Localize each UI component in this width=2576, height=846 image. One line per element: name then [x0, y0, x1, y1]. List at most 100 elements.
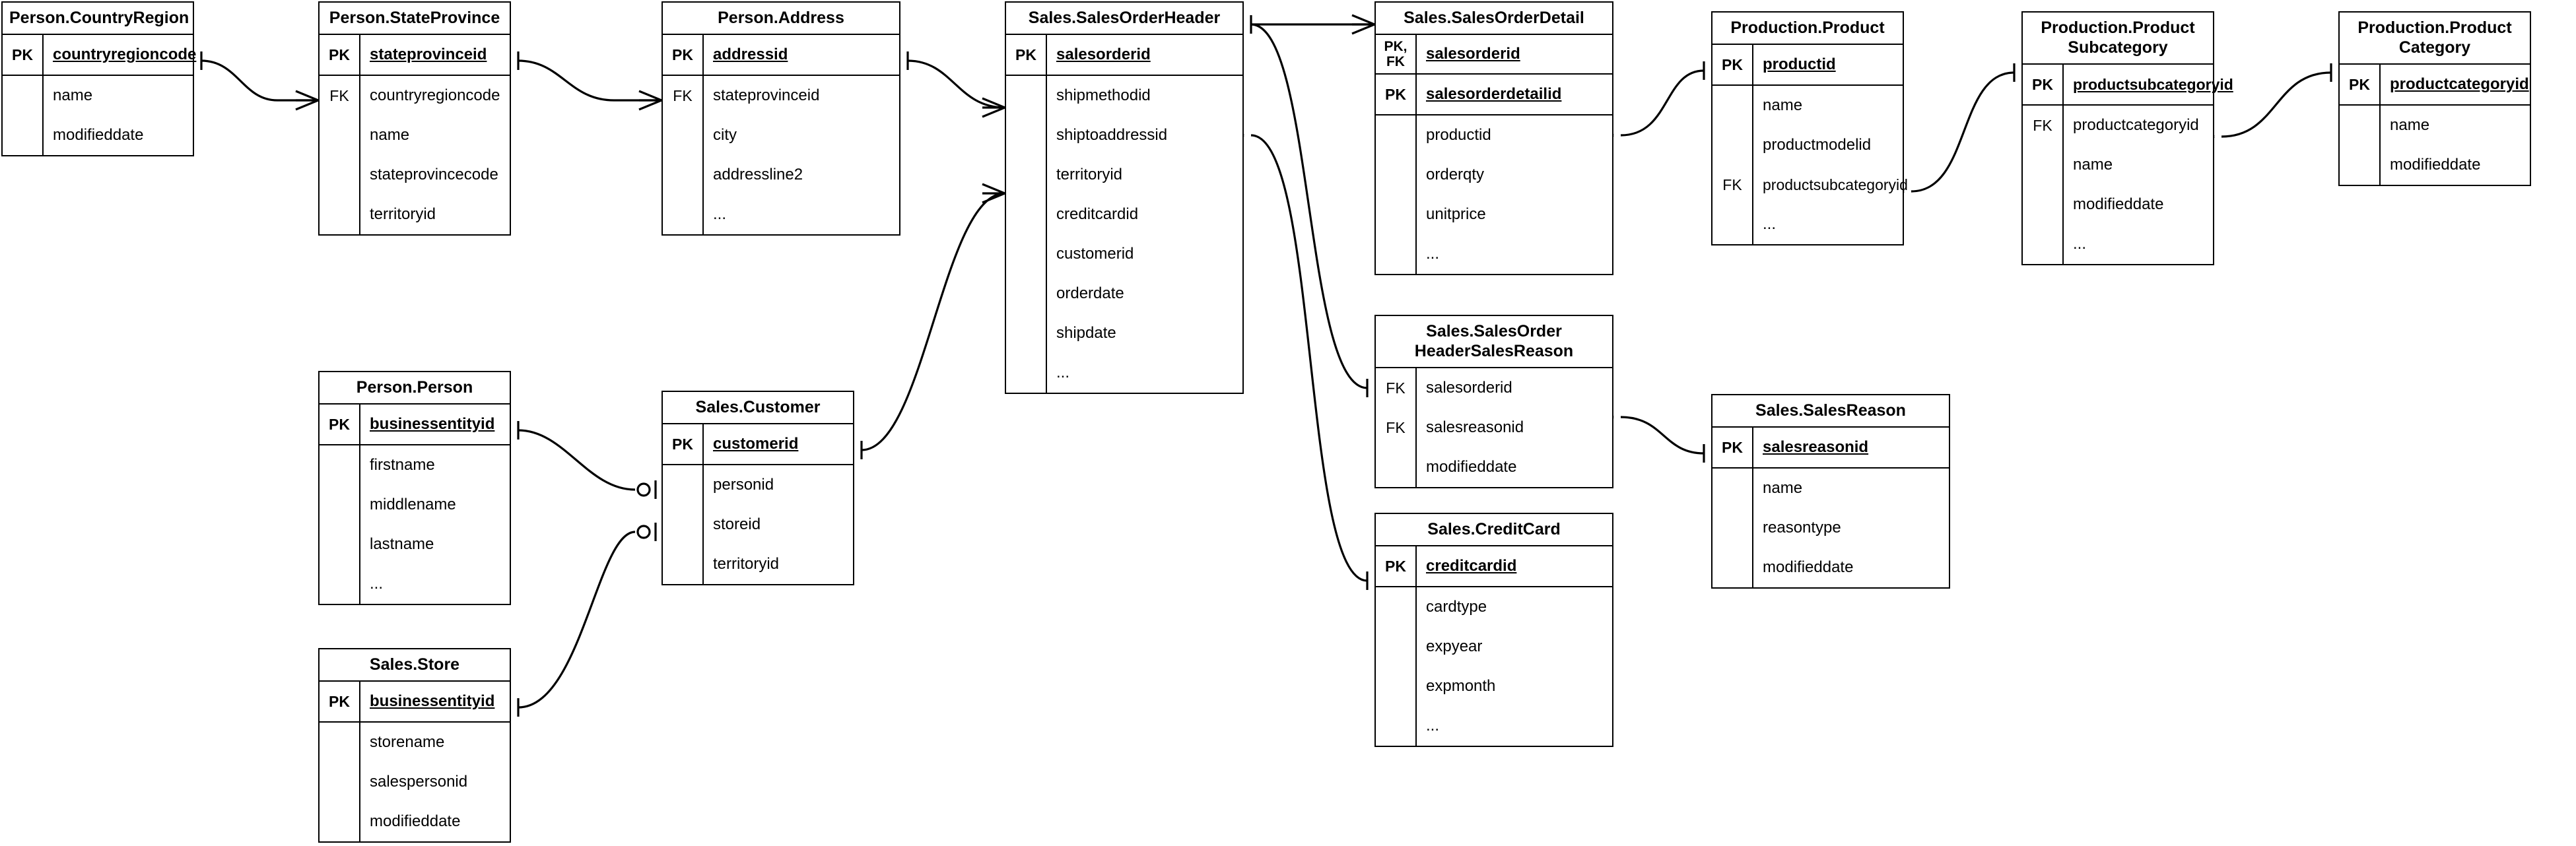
key-badge: [320, 723, 360, 762]
key-badge: [320, 762, 360, 802]
attribute-name: salesreasonid: [1763, 438, 1869, 456]
attribute-row: addressline2: [663, 155, 899, 195]
key-badge: [1006, 353, 1047, 393]
key-badge: [1712, 86, 1753, 125]
key-badge: [320, 802, 360, 841]
attribute-row: FK stateprovinceid: [663, 76, 899, 115]
attribute-name: unitprice: [1426, 205, 1486, 223]
attribute-row: ...: [1376, 706, 1612, 746]
key-badge: [1376, 667, 1417, 706]
entity-store[interactable]: Sales.Store PK businessentityid storenam…: [318, 648, 511, 843]
entity-attributes: PK businessentityid firstname middlename…: [320, 405, 510, 604]
key-badge: FK: [1376, 408, 1417, 447]
attribute-row: name: [3, 76, 193, 115]
entity-stateprovince[interactable]: Person.StateProvince PK stateprovinceid …: [318, 1, 511, 236]
entity-person[interactable]: Person.Person PK businessentityid firstn…: [318, 371, 511, 605]
attribute-name: creditcardid: [1056, 205, 1139, 223]
attribute-name: addressline2: [713, 166, 803, 183]
attribute-row: modifieddate: [1712, 548, 1949, 587]
attribute-row: ...: [1712, 205, 1903, 244]
attribute-row: name: [1712, 86, 1903, 125]
attribute-name: territoryid: [370, 205, 436, 223]
attribute-name: modifieddate: [1763, 558, 1854, 576]
key-badge: [1006, 234, 1047, 274]
key-badge: [1376, 195, 1417, 234]
attribute-row: customerid: [1006, 234, 1242, 274]
key-badge: [1712, 469, 1753, 508]
entity-title: Sales.SalesReason: [1712, 395, 1949, 428]
entity-salesorderheader[interactable]: Sales.SalesOrderHeader PK salesorderid s…: [1005, 1, 1244, 394]
attribute-name: expyear: [1426, 637, 1483, 655]
key-badge: [663, 465, 704, 505]
attribute-row: expmonth: [1376, 667, 1612, 706]
key-badge: [663, 155, 704, 195]
key-badge: [1006, 115, 1047, 155]
key-badge: [320, 564, 360, 604]
attribute-row-pk: PK, FK salesorderid: [1376, 35, 1612, 75]
key-badge: PK: [1376, 546, 1417, 586]
entity-salesreason[interactable]: Sales.SalesReason PK salesreasonid name …: [1711, 394, 1950, 589]
entity-attributes: PK stateprovinceid FK countryregioncode …: [320, 35, 510, 234]
attribute-row-pk: PK creditcardid: [1376, 546, 1612, 587]
entity-attributes: PK addressid FK stateprovinceid city add…: [663, 35, 899, 234]
attribute-row: territoryid: [320, 195, 510, 234]
attribute-name: shiptoaddressid: [1056, 126, 1168, 144]
key-badge: [1376, 627, 1417, 667]
key-badge: PK: [1006, 35, 1047, 75]
key-badge: PK: [1376, 75, 1417, 114]
attribute-row: storeid: [663, 505, 853, 544]
entity-productcategory[interactable]: Production.Product Category PK productca…: [2338, 11, 2531, 186]
attribute-row: name: [2023, 145, 2213, 185]
key-badge: PK: [320, 682, 360, 721]
attribute-row: name: [320, 115, 510, 155]
attribute-row: territoryid: [1006, 155, 1242, 195]
attribute-name: productid: [1763, 55, 1836, 73]
attribute-name: ...: [2073, 235, 2087, 253]
key-badge: [320, 445, 360, 485]
entity-product[interactable]: Production.Product PK productid name pro…: [1711, 11, 1908, 245]
entity-countryregion[interactable]: Person.CountryRegion PK countryregioncod…: [1, 1, 196, 156]
attribute-row-pk: PK productcategoryid: [2340, 65, 2530, 106]
attribute-name: territoryid: [1056, 166, 1123, 183]
entity-creditcard[interactable]: Sales.CreditCard PK creditcardid cardtyp…: [1374, 513, 1613, 747]
attribute-name: ...: [1763, 215, 1777, 233]
key-badge: [1712, 548, 1753, 587]
attribute-name: productid: [1426, 126, 1491, 144]
key-badge: [1376, 447, 1417, 487]
key-badge: [1376, 587, 1417, 627]
attribute-row-pk: PK salesorderdetailid: [1376, 75, 1612, 115]
key-badge: [320, 195, 360, 234]
entity-salesorderheadersalesreason[interactable]: Sales.SalesOrder HeaderSalesReason FK sa…: [1374, 315, 1613, 488]
attribute-name: shipdate: [1056, 324, 1116, 342]
attribute-name: addressid: [713, 46, 788, 63]
attribute-name: productsubcategoryid: [2073, 76, 2233, 93]
attribute-name: modifieddate: [2073, 195, 2164, 213]
attribute-row: FK countryregioncode: [320, 76, 510, 115]
rel-salesorderheader-sohsalesreason: [1250, 23, 1369, 397]
attribute-name: stateprovincecode: [370, 166, 498, 183]
attribute-row: shipmethodid: [1006, 76, 1242, 115]
key-badge: PK: [3, 35, 44, 75]
key-badge: FK: [1376, 368, 1417, 408]
entity-address[interactable]: Person.Address PK addressid FK stateprov…: [661, 1, 900, 236]
key-badge: PK: [1712, 428, 1753, 467]
attribute-row-pk: PK addressid: [663, 35, 899, 76]
attribute-name: countryregioncode: [53, 46, 197, 63]
attribute-name: salesorderid: [1426, 45, 1520, 63]
entity-salesorderdetail[interactable]: Sales.SalesOrderDetail PK, FK salesorder…: [1374, 1, 1613, 275]
entity-attributes: PK productcategoryid name modifieddate: [2340, 65, 2530, 185]
key-badge: PK: [1712, 45, 1753, 84]
attribute-row: lastname: [320, 525, 510, 564]
entity-attributes: PK creditcardid cardtype expyear expmont…: [1376, 546, 1612, 746]
attribute-name: businessentityid: [370, 415, 495, 433]
attribute-row: reasontype: [1712, 508, 1949, 548]
attribute-row: FK productcategoryid: [2023, 106, 2213, 145]
attribute-name: modifieddate: [370, 812, 461, 830]
key-badge: PK: [663, 35, 704, 75]
entity-customer[interactable]: Sales.Customer PK customerid personid st…: [661, 391, 854, 585]
entity-productsubcategory[interactable]: Production.Product Subcategory PK produc…: [2021, 11, 2233, 265]
key-badge: [2023, 185, 2064, 224]
attribute-row: shiptoaddressid: [1006, 115, 1242, 155]
key-badge: [663, 505, 704, 544]
